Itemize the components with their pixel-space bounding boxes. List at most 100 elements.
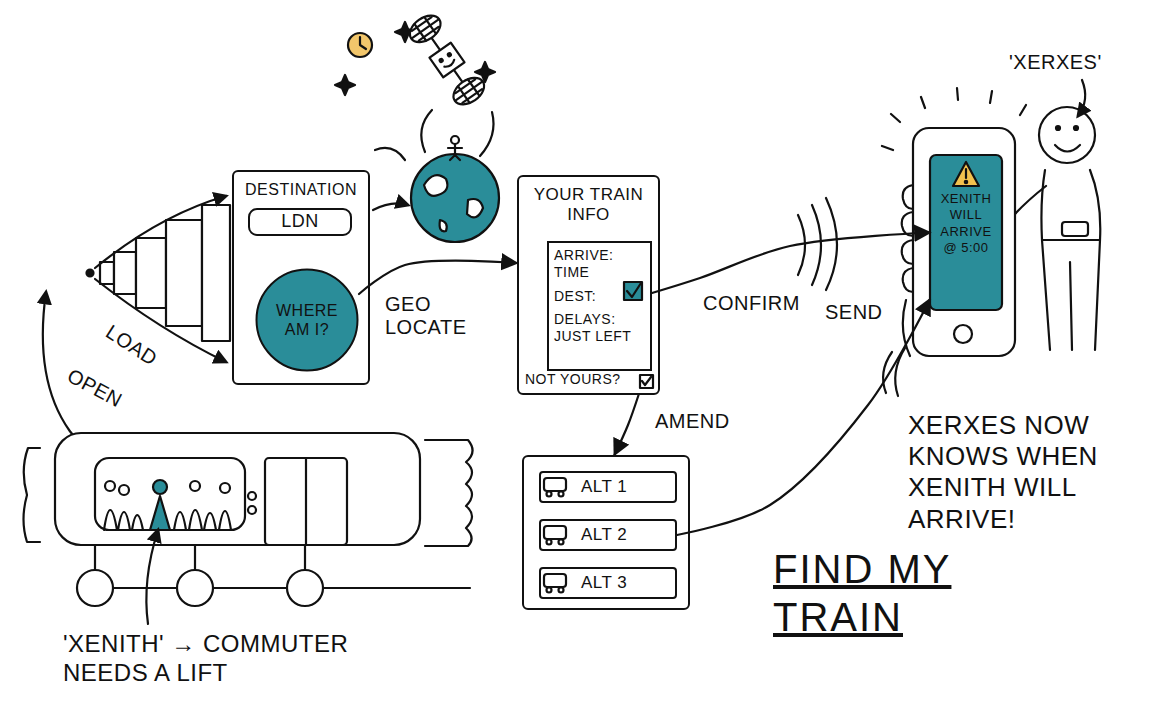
sketch-stroke (544, 478, 566, 491)
sketch-stroke (373, 203, 408, 210)
node-text: DESTINATION (239, 180, 363, 199)
sketch-stroke (965, 181, 967, 183)
sketch-stroke (812, 205, 821, 285)
sketch-stroke (454, 70, 463, 82)
option-row: ALT 2 (539, 519, 677, 551)
option-row: ALT 1 (539, 471, 677, 503)
annotation: XERXES NOW KNOWS WHEN XENITH WILL ARRIVE… (905, 410, 1155, 535)
sketch-stroke (77, 570, 113, 606)
person-xerxes (1015, 80, 1100, 350)
sketch-stroke (439, 58, 443, 62)
sketch-stroke (360, 37, 366, 49)
sketch-stroke (429, 43, 464, 78)
sketch-stroke (559, 588, 564, 593)
sketch-stroke (440, 220, 447, 231)
sketch-stroke (375, 148, 405, 160)
sketch-stroke (447, 53, 451, 57)
sketch-stroke (902, 185, 913, 356)
node-text: LDN (281, 211, 319, 233)
sketch-stroke (95, 458, 245, 530)
sketch-stroke (87, 270, 94, 277)
annotation: LOAD (99, 318, 164, 372)
waves (798, 198, 905, 396)
sketch-stroke (640, 375, 653, 388)
destination-field: LDN (248, 208, 352, 236)
sketch-stroke (248, 492, 256, 500)
annotation: OPEN (61, 362, 129, 414)
sketch-stroke (624, 282, 642, 300)
sketch-stroke (559, 540, 564, 545)
sketch-stroke (95, 196, 226, 268)
sketch-stroke (480, 112, 494, 156)
sketch-stroke (190, 481, 200, 491)
sketch-stroke (335, 75, 355, 95)
sketch-stroke (146, 530, 158, 624)
sketch-stroke (1039, 107, 1095, 163)
sketch-stroke (451, 136, 459, 144)
sketch-stroke (150, 496, 170, 530)
sketch-stroke (406, 12, 444, 47)
flow-arrow (614, 395, 638, 455)
sketch-stroke (559, 492, 564, 497)
sketch-stroke (105, 481, 115, 491)
sketch-stroke (166, 220, 202, 326)
node-text: ALT 2 (581, 525, 627, 545)
sketch-stroke (547, 540, 552, 545)
node-text: NOT YOURS? (525, 371, 621, 388)
phone-screen: YOUR TRAIN INFONOT YOURS?ARRIVE: TIMEDES… (517, 175, 660, 395)
sketch-stroke (421, 110, 432, 152)
node-text: ALT 1 (581, 477, 627, 497)
option-row: ALT 3 (539, 567, 677, 599)
annotation: 'XERXES' (1006, 50, 1105, 74)
sketch-stroke (248, 506, 256, 514)
sketch-stroke (1074, 126, 1078, 130)
sketch-stroke (930, 155, 1002, 310)
annotation: SEND (822, 300, 886, 324)
sketch-stroke (954, 325, 972, 343)
sketch-stroke (265, 458, 347, 545)
sketch-stroke (1042, 239, 1100, 241)
flow-arrow (359, 261, 517, 294)
node-text: ARRIVE: TIME (554, 247, 645, 281)
node-text: XENITH WILL ARRIVE @ 5:00 (934, 191, 998, 256)
node-text: DEST: (554, 288, 645, 305)
sketch-stroke (287, 570, 323, 606)
sketch-stroke (448, 144, 462, 160)
flow-arrow (652, 233, 930, 294)
sketch-stroke (467, 199, 483, 217)
locate-button: WHERE AM I? (255, 268, 359, 372)
sketch-stroke (1078, 80, 1085, 116)
node-text: ALT 3 (581, 573, 627, 593)
phone-screen: DESTINATION LDN WHERE AM I? (232, 170, 370, 385)
leader-arrow (146, 530, 158, 624)
sketch-stroke (136, 238, 166, 308)
sketch-stroke (547, 492, 552, 497)
sketch-stroke (965, 169, 967, 178)
sketch-stroke (544, 526, 566, 539)
sketch-stroke (55, 433, 420, 545)
hand (902, 185, 913, 356)
message-screen: XENITH WILL ARRIVE @ 5:00 (930, 155, 1002, 310)
phone-screen: ALT 1 ALT 2 ALT 3 (522, 455, 690, 610)
phone-body (882, 88, 1026, 356)
diagram-title: FIND MY TRAIN (770, 545, 1050, 641)
sketch-stroke (424, 175, 447, 196)
sketch-stroke (432, 38, 441, 50)
sketch-stroke (444, 60, 455, 69)
sketch-stroke (119, 485, 129, 495)
sketch-stroke (113, 587, 470, 589)
info-panel: ARRIVE: TIME DEST: DELAYS: JUST LEFT (547, 241, 652, 371)
sketch-stroke (411, 154, 499, 242)
node-text: DELAYS: JUST LEFT (554, 311, 645, 345)
globe (411, 136, 499, 242)
sketch-stroke (153, 480, 167, 494)
sketch-stroke (425, 440, 473, 546)
sketch-stroke (1056, 126, 1060, 130)
sketch-stroke (202, 205, 230, 341)
sketch-stroke (95, 545, 305, 570)
sketch-stroke (627, 283, 641, 297)
sketch-stroke (114, 252, 136, 294)
edge-label: CONFIRM (700, 292, 803, 315)
sketch-stroke (913, 128, 1015, 356)
